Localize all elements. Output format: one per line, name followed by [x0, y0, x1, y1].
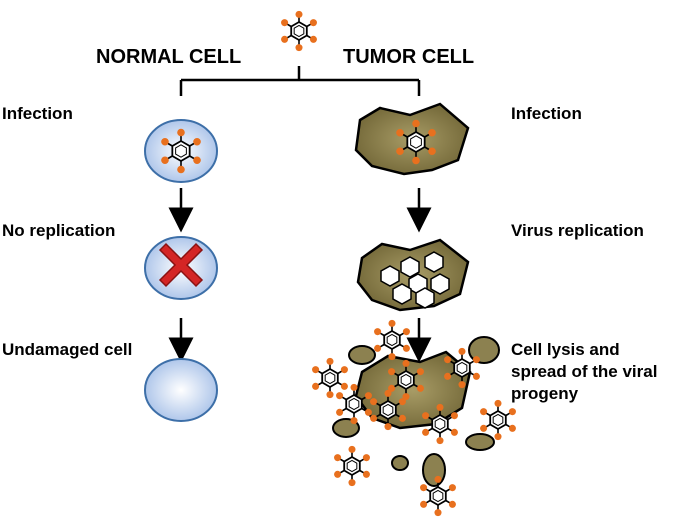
progeny-virus-icon-5	[370, 389, 406, 431]
progeny-virus-icon-2	[312, 357, 348, 399]
progeny-virus-icon-8	[334, 445, 370, 487]
progeny-virus-icon-10	[388, 359, 424, 401]
normal-cell-undamaged	[144, 358, 218, 422]
tumor-cell-header: TUMOR CELL	[343, 46, 475, 68]
tumor-virus-replication-label: Virus replication	[511, 221, 644, 240]
tumor-lysis-label-line1: Cell lysis and	[511, 340, 620, 359]
progeny-virus-icon-1	[374, 319, 410, 361]
progeny-virus-icon-3	[444, 347, 480, 389]
tumor-infection-label: Infection	[511, 104, 582, 123]
replicating-virions	[380, 251, 450, 309]
split-bracket	[179, 66, 421, 96]
virus-particles	[161, 10, 516, 517]
virus-in-tumor-cell-icon	[396, 119, 436, 165]
normal-infection-label: Infection	[2, 104, 73, 123]
normal-no-replication-label: No replication	[2, 221, 116, 240]
progeny-virus-icon-7	[480, 399, 516, 441]
cell-debris	[332, 336, 500, 487]
normal-undamaged-cell-label: Undamaged cell	[2, 340, 133, 359]
progeny-virus-icon-6	[422, 403, 458, 445]
progeny-virus-icon-4	[336, 383, 372, 425]
virus-in-normal-cell-icon	[161, 128, 201, 174]
cross-icon	[158, 242, 204, 288]
tumor-lysis-label-line3: progeny	[511, 384, 579, 403]
normal-cell-header: NORMAL CELL	[96, 46, 242, 68]
progeny-virus-icon-9	[420, 475, 456, 517]
tumor-lysis-label-line2: spread of the viral	[511, 362, 658, 381]
virus-top-icon	[281, 10, 317, 52]
